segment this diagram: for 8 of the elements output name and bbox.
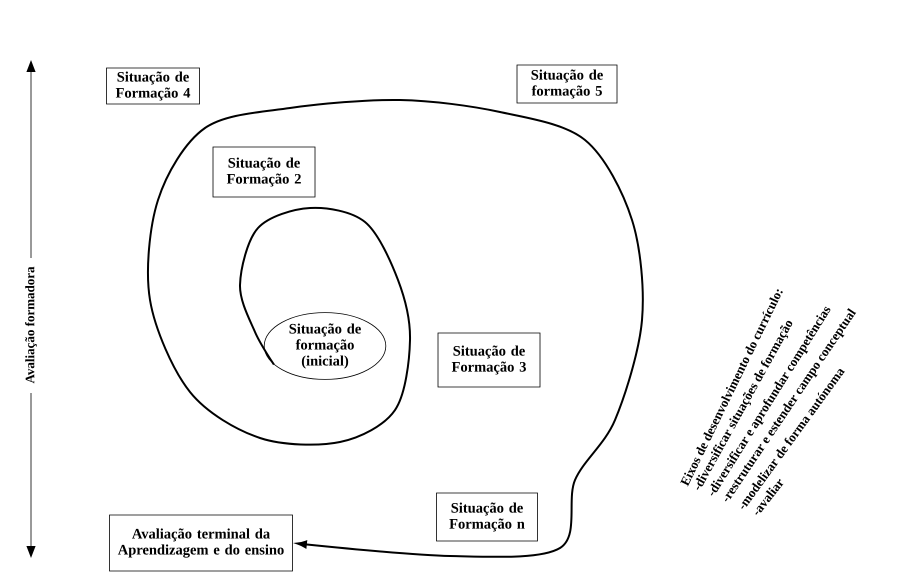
situation-box: Situação de Formação 3 — [438, 332, 540, 388]
situation-box: Situação de Formação 2 — [212, 146, 316, 198]
situation-box: Avaliação terminal da Aprendizagem e do ensino — [109, 514, 293, 572]
situation-box: Situação de Formação 4 — [106, 68, 200, 104]
situation-box: Situação de Formação n — [436, 492, 538, 542]
axis-label: Avaliação formadora — [25, 266, 37, 384]
spiral-arrow — [147, 98, 644, 558]
situation-box: Situação de formação 5 — [516, 64, 618, 104]
